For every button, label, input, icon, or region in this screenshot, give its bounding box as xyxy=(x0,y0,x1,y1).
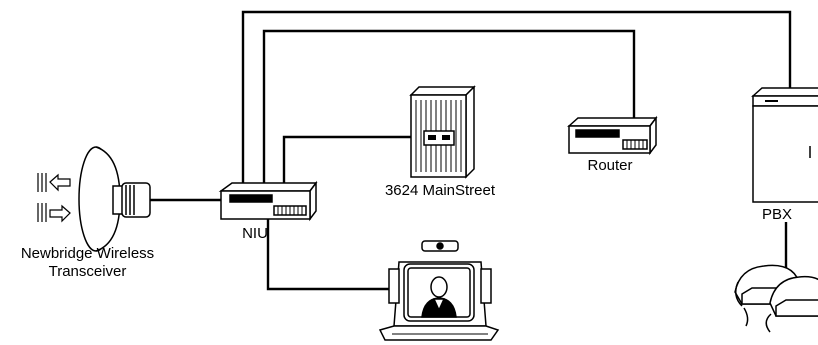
router-icon xyxy=(569,118,656,153)
link-niu-pbx-outer xyxy=(243,12,790,183)
router-label: Router xyxy=(575,157,645,175)
signal-arrows xyxy=(38,173,70,222)
link-niu-terminal xyxy=(268,219,399,289)
niu-icon xyxy=(221,183,316,219)
transceiver-label-line2: Transceiver xyxy=(0,263,175,281)
transceiver-label: Newbridge Wireless Transceiver xyxy=(0,245,175,281)
link-niu-mainstreet xyxy=(284,137,411,183)
mainstreet-label: 3624 MainStreet xyxy=(355,182,525,200)
pbx-label: PBX xyxy=(752,206,802,224)
pbx-icon xyxy=(753,88,818,202)
mainstreet-icon xyxy=(411,87,474,177)
niu-label: NIU xyxy=(230,225,280,243)
transceiver-label-line1: Newbridge Wireless xyxy=(0,245,175,263)
wireless-transceiver-icon xyxy=(38,147,150,251)
videoconference-terminal-icon xyxy=(380,241,498,340)
telephone-icon xyxy=(735,265,818,332)
